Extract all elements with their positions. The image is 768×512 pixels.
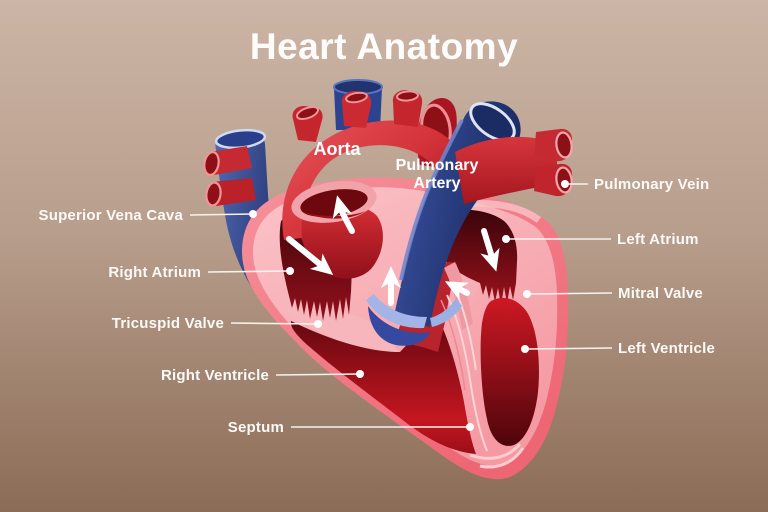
flow-arrow-aorta <box>332 195 355 234</box>
pa-highlight <box>399 119 464 281</box>
label-mitral-valve: Mitral Valve <box>618 285 703 302</box>
blood-flow-arrows <box>286 195 500 306</box>
callouts <box>189 180 613 431</box>
label-right-ventricle: Right Ventricle <box>161 367 269 384</box>
apex-swirls <box>469 442 525 469</box>
callout-line-superior-vena-cava <box>189 213 254 216</box>
label-septum: Septum <box>228 419 284 436</box>
callout-dot-mitral-valve <box>523 290 531 298</box>
pa-cut-end <box>469 102 516 142</box>
pa-base-flap <box>368 306 430 346</box>
aorta-branch-stubs <box>292 90 423 142</box>
callout-dot-septum <box>466 423 474 431</box>
aorta-arch <box>282 120 471 240</box>
septum-stripe <box>440 299 466 391</box>
callout-line-right-ventricle <box>275 373 361 376</box>
label-left-atrium: Left Atrium <box>617 231 699 248</box>
callout-line-mitral-valve <box>529 292 613 295</box>
label-tricuspid-valve: Tricuspid Valve <box>112 315 224 332</box>
flow-arrow-mitral <box>444 281 470 301</box>
aorta-stub-lumen <box>396 90 419 102</box>
callout-dot-superior-vena-cava <box>249 210 257 218</box>
label-pulmonary-artery-line2: Artery <box>413 175 460 192</box>
pulmonary-veins-vessel <box>455 128 573 204</box>
aorta-stub-lumen <box>345 91 368 104</box>
label-right-atrium: Right Atrium <box>108 264 201 281</box>
callout-dot-right-atrium <box>286 267 294 275</box>
callout-line-left-ventricle <box>527 347 613 350</box>
label-pulmonary-vein: Pulmonary Vein <box>594 176 709 193</box>
label-left-ventricle: Left Ventricle <box>618 340 715 357</box>
aorta-stub-lumen <box>296 105 319 121</box>
callout-dot-left-ventricle <box>521 345 529 353</box>
left-ventricle-chamber <box>480 297 539 446</box>
callout-dot-tricuspid-valve <box>314 320 322 328</box>
apex-swirl <box>479 447 525 469</box>
callout-dot-right-ventricle <box>356 370 364 378</box>
flow-arrow-left-atrium <box>480 228 500 272</box>
label-aorta: Aorta <box>313 139 361 159</box>
callout-dot-pulmonary-vein <box>561 180 569 188</box>
right-pulmonary-vessel-stubs <box>203 146 256 207</box>
stub-a-lumen <box>203 151 220 176</box>
flow-arrow-right-atrium <box>286 236 334 276</box>
pa-base-rim-right <box>430 298 462 327</box>
apex-swirl <box>469 442 522 460</box>
stub-b-lumen <box>205 181 222 207</box>
pv-stub-upper-lumen <box>555 131 573 159</box>
callout-line-right-atrium <box>207 270 291 273</box>
stub-a <box>210 146 252 175</box>
callout-line-tricuspid-valve <box>230 322 319 325</box>
pa-base-rim <box>366 294 427 329</box>
pv-body <box>455 136 557 204</box>
page-title: Heart Anatomy <box>250 26 518 67</box>
tricuspid-valve-leaflet <box>278 292 398 362</box>
stub-b <box>212 178 256 206</box>
callout-dot-left-atrium <box>502 235 510 243</box>
label-pulmonary-artery-line1: Pulmonary <box>396 157 479 174</box>
septum-stripe <box>446 294 488 452</box>
label-superior-vena-cava: Superior Vena Cava <box>39 207 184 224</box>
